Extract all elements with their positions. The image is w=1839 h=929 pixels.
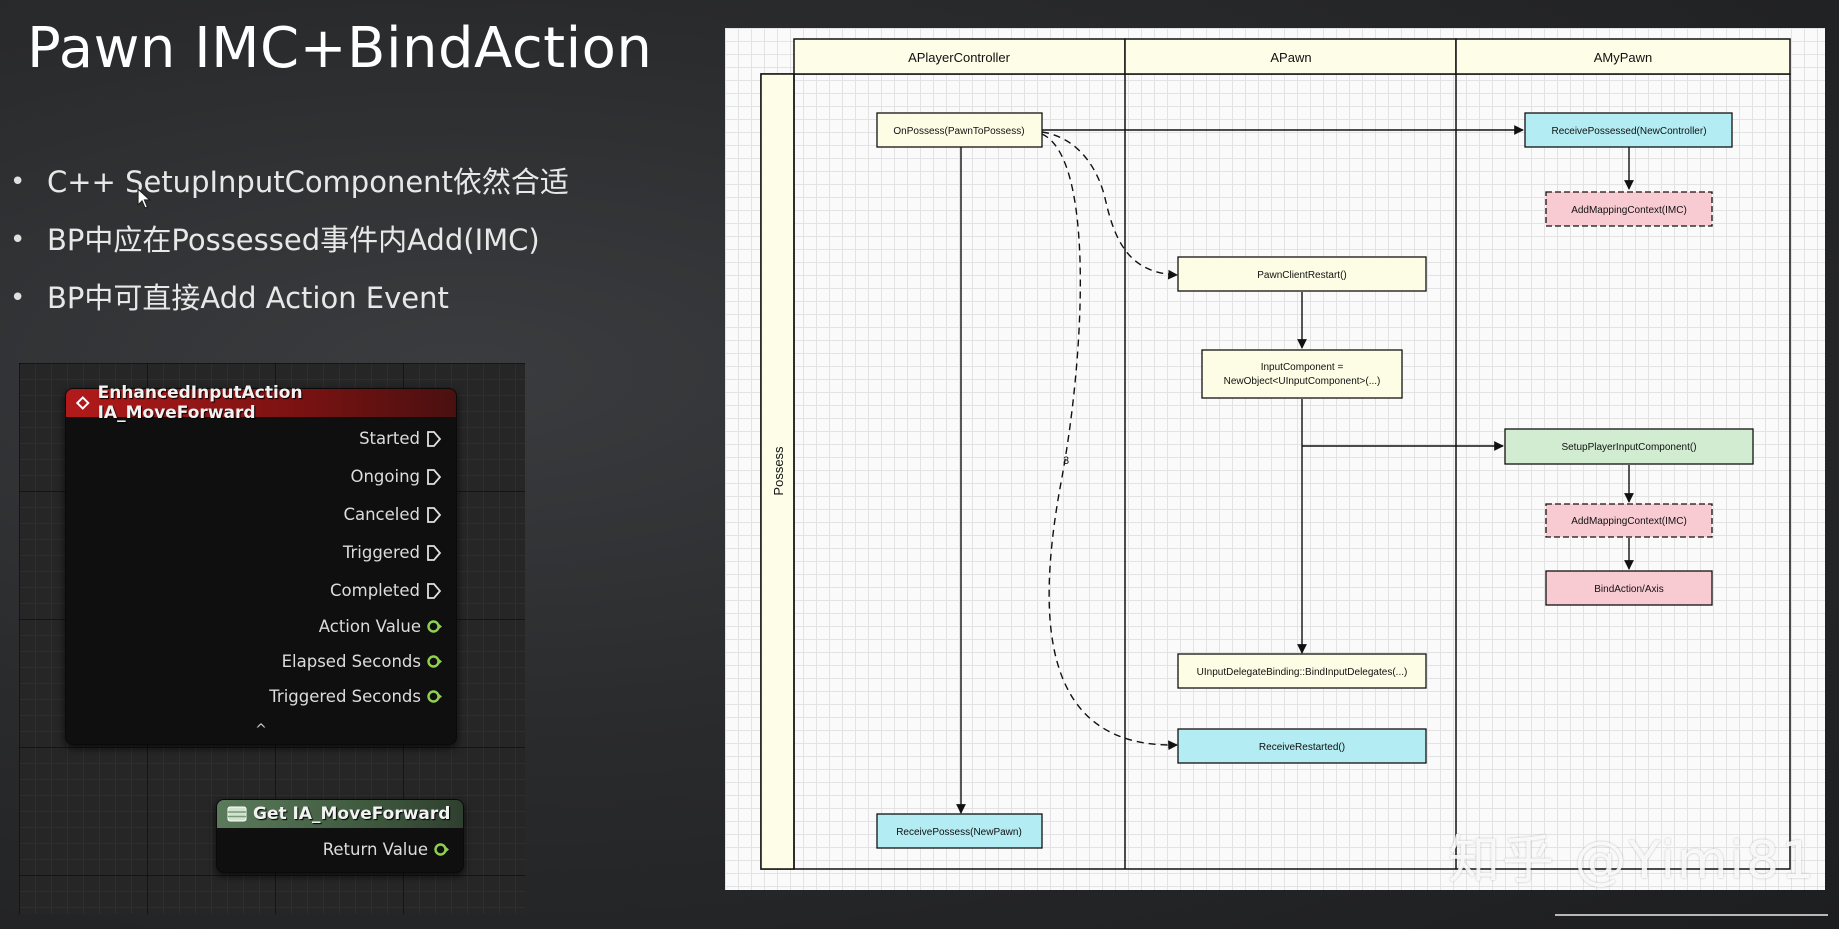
node-receive-possess bbox=[876, 813, 1043, 849]
node-add-mapping-context-2 bbox=[1545, 503, 1713, 538]
pin-label: Completed bbox=[330, 581, 420, 600]
pin-action-value[interactable]: Action Value bbox=[319, 617, 442, 636]
pin-label: Started bbox=[359, 429, 420, 448]
node-receive-possessed-label: ReceivePossessed(NewController) bbox=[1551, 126, 1706, 137]
node-pawn-client-restart-label: PawnClientRestart() bbox=[1257, 270, 1346, 281]
node-input-component-label: NewObject<UInputComponent>(...) bbox=[1224, 376, 1381, 387]
lane-title-pawn: APawn bbox=[1270, 50, 1311, 65]
data-pin-icon[interactable] bbox=[434, 842, 449, 857]
bullet-text: BP中可直接Add Action Event bbox=[47, 281, 449, 315]
node-pawn-client-restart bbox=[1177, 256, 1427, 292]
collapse-chevron-icon[interactable]: ^ bbox=[255, 722, 267, 738]
exec-pin-icon[interactable] bbox=[426, 468, 442, 486]
node-setup-player-input bbox=[1504, 428, 1754, 465]
lane-header-player-controller bbox=[793, 38, 1126, 75]
bullet-text: C++ SetupInputComponent依然合适 bbox=[47, 165, 569, 199]
bullet-text: BP中应在Possessed事件内Add(IMC) bbox=[47, 223, 540, 257]
node-receive-possess-label: ReceivePossess(NewPawn) bbox=[896, 827, 1022, 838]
node-bind-action-axis bbox=[1545, 570, 1713, 606]
data-pin-icon[interactable] bbox=[427, 654, 442, 669]
pin-return-value[interactable]: Return Value bbox=[323, 840, 449, 859]
node-add-mapping-context-1-label: AddMappingContext(IMC) bbox=[1571, 205, 1687, 216]
data-pin-icon[interactable] bbox=[427, 689, 442, 704]
node-bind-input-delegates bbox=[1177, 653, 1427, 689]
pin-label: Ongoing bbox=[350, 467, 420, 486]
getter-node-title: Get IA_MoveForward bbox=[253, 804, 451, 824]
edge-onpossess-to-receiverestarted bbox=[1041, 133, 1178, 751]
pool-label-band bbox=[760, 73, 795, 870]
node-receive-restarted bbox=[1177, 728, 1427, 764]
exec-pin-icon[interactable] bbox=[426, 506, 442, 524]
pin-label: Canceled bbox=[343, 505, 420, 524]
slide-title: Pawn IMC+BindAction bbox=[27, 16, 653, 81]
lane-title-player-controller: APlayerController bbox=[908, 50, 1011, 65]
enhanced-input-action-node[interactable]: EnhancedInputAction IA_MoveForward Start… bbox=[65, 383, 457, 745]
bullet-dot: • bbox=[10, 167, 26, 197]
flow-diagram-svg: Possess APlayerController APawn AMyPawn … bbox=[760, 38, 1791, 870]
pool-label: Possess bbox=[771, 446, 786, 496]
pin-label: Elapsed Seconds bbox=[281, 652, 421, 671]
pin-label: Action Value bbox=[318, 617, 421, 636]
get-variable-node[interactable]: Get IA_MoveForward Return Value bbox=[216, 799, 464, 873]
node-receive-restarted-label: ReceiveRestarted() bbox=[1259, 742, 1345, 753]
node-receive-possessed bbox=[1524, 112, 1733, 148]
pin-label: Triggered Seconds bbox=[269, 687, 421, 706]
exec-pin-icon[interactable] bbox=[426, 544, 442, 562]
lane-title-my-pawn: AMyPawn bbox=[1594, 50, 1653, 65]
event-node-header[interactable]: EnhancedInputAction IA_MoveForward bbox=[66, 383, 456, 423]
edge-onpossess-to-clientrestart bbox=[1041, 131, 1178, 280]
data-pin-icon[interactable] bbox=[427, 619, 442, 634]
lane-header-my-pawn bbox=[1455, 38, 1791, 75]
bullet-list: • C++ SetupInputComponent依然合适 • BP中应在Posse… bbox=[10, 160, 569, 334]
pin-label: Triggered bbox=[342, 543, 420, 562]
pin-canceled[interactable]: Canceled bbox=[343, 505, 442, 524]
video-progress-line[interactable] bbox=[1555, 914, 1828, 916]
lane-header-pawn bbox=[1124, 38, 1457, 75]
exec-pin-icon[interactable] bbox=[426, 430, 442, 448]
blueprint-graph[interactable]: EnhancedInputAction IA_MoveForward Start… bbox=[19, 363, 525, 914]
variable-icon bbox=[227, 806, 247, 822]
node-bind-action-axis-label: BindAction/Axis bbox=[1594, 584, 1663, 595]
pin-ongoing[interactable]: Ongoing bbox=[350, 467, 442, 486]
node-add-mapping-context-2-label: AddMappingContext(IMC) bbox=[1571, 516, 1687, 527]
pin-triggered-seconds[interactable]: Triggered Seconds bbox=[269, 687, 442, 706]
exec-pin-icon[interactable] bbox=[426, 582, 442, 600]
node-on-possess bbox=[876, 112, 1043, 148]
node-bind-input-delegates-label: UInputDelegateBinding::BindInputDelegate… bbox=[1197, 667, 1408, 678]
event-node-title: EnhancedInputAction IA_MoveForward bbox=[97, 383, 303, 423]
node-input-component bbox=[1201, 349, 1403, 399]
bullet-item: • BP中可直接Add Action Event bbox=[10, 276, 569, 334]
node-on-possess-label: OnPossess(PawnToPossess) bbox=[893, 126, 1024, 137]
getter-node-header[interactable]: Get IA_MoveForward bbox=[217, 800, 463, 828]
pin-completed[interactable]: Completed bbox=[330, 581, 442, 600]
bullet-dot: • bbox=[10, 283, 26, 313]
node-input-component-label: InputComponent = bbox=[1261, 362, 1344, 373]
pin-triggered[interactable]: Triggered bbox=[343, 543, 442, 562]
pin-label: Return Value bbox=[322, 840, 428, 859]
watermark: 知乎 @Yimi81 bbox=[1448, 831, 1817, 891]
edge-label: 3 bbox=[1063, 455, 1069, 467]
event-diamond-icon bbox=[76, 396, 90, 410]
pin-elapsed-seconds[interactable]: Elapsed Seconds bbox=[282, 652, 442, 671]
pin-started[interactable]: Started bbox=[359, 429, 442, 448]
node-add-mapping-context-1 bbox=[1545, 191, 1713, 227]
bullet-item: • C++ SetupInputComponent依然合适 bbox=[10, 160, 569, 218]
bullet-item: • BP中应在Possessed事件内Add(IMC) bbox=[10, 218, 569, 276]
bullet-dot: • bbox=[10, 225, 26, 255]
node-setup-player-input-label: SetupPlayerInputComponent() bbox=[1561, 442, 1696, 453]
flow-diagram: Possess APlayerController APawn AMyPawn … bbox=[725, 28, 1825, 890]
